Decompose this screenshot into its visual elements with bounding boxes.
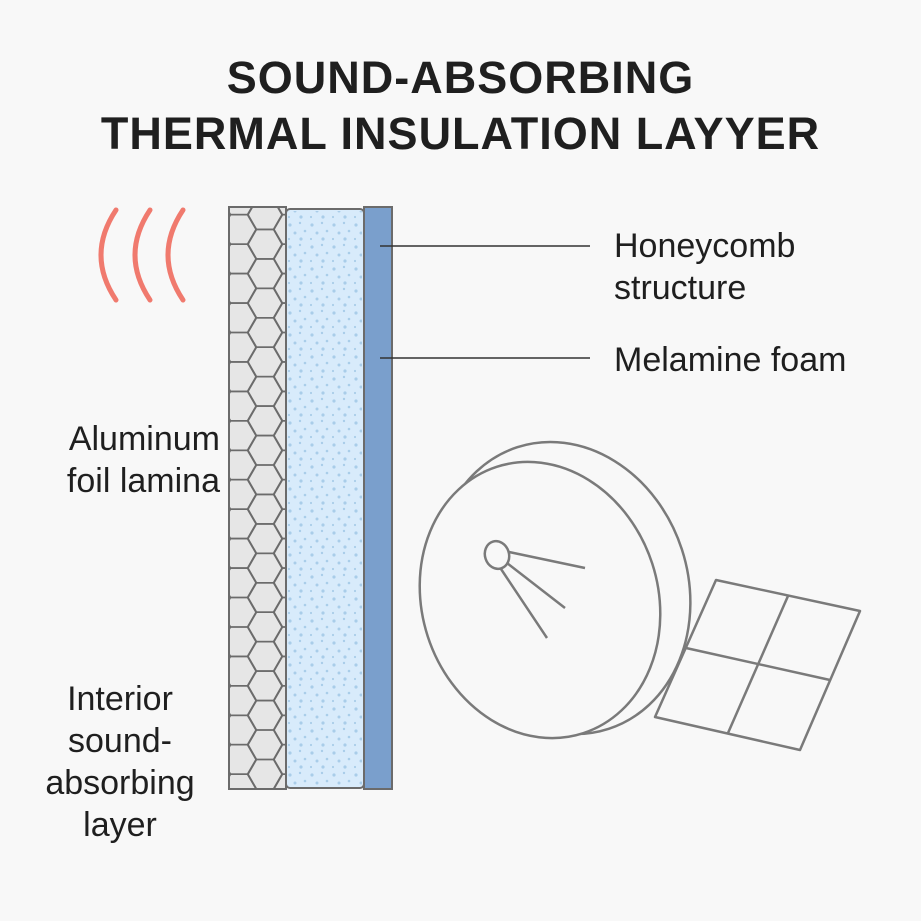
honeycomb-label-line-1: Honeycomb	[614, 227, 796, 265]
honeycomb-cell	[273, 213, 286, 245]
honeycomb-cell	[273, 567, 286, 599]
honeycomb-cell	[273, 272, 286, 304]
honeycomb-cell	[273, 714, 286, 746]
interior-label-line-4: layer	[83, 806, 157, 844]
honeycomb-cell	[273, 626, 286, 658]
aluminum-label: Aluminum foil lamina	[67, 418, 220, 502]
melamine-label: Melamine foam	[614, 341, 847, 379]
interior-label-line-3: absorbing	[45, 764, 195, 802]
honeycomb-cell	[273, 743, 286, 776]
aluminum-label-line-1: Aluminum	[68, 420, 220, 458]
sound-waves-icon	[98, 207, 186, 303]
aluminum-label-line-2: foil lamina	[66, 462, 220, 500]
honeycomb-cell	[273, 390, 286, 422]
honeycomb-label: Honeycomb structure	[614, 225, 795, 309]
honeycomb-label-line-2: structure	[614, 269, 747, 307]
honeycomb-cell	[273, 361, 286, 393]
aluminum-foil-layer	[363, 206, 393, 790]
honeycomb-cell	[273, 302, 286, 334]
diagram-title: SOUND-ABSORBING THERMAL INSULATION LAYYE…	[0, 50, 921, 162]
honeycomb-cell	[273, 243, 286, 275]
honeycomb-cell	[273, 449, 286, 481]
title-line-1: SOUND-ABSORBING	[226, 52, 695, 103]
honeycomb-cell	[273, 508, 286, 540]
honeycomb-cell	[273, 655, 286, 687]
honeycomb-cell	[273, 331, 286, 363]
satellite-dish-icon	[418, 440, 862, 752]
title-line-2: THERMAL INSULATION LAYYER	[100, 108, 821, 159]
honeycomb-cell	[273, 596, 286, 628]
melamine-foam-layer	[285, 208, 365, 789]
honeycomb-cell	[255, 788, 275, 789]
honeycomb-cell	[273, 773, 286, 789]
honeycomb-cell	[273, 419, 286, 452]
interior-label-line-2: sound-	[68, 722, 172, 760]
interior-label-line-1: Interior	[67, 680, 173, 718]
honeycomb-cell	[273, 478, 286, 511]
honeycomb-cell	[273, 537, 286, 569]
interior-label: Interior sound- absorbing layer	[30, 678, 210, 846]
honeycomb-cell	[273, 684, 286, 717]
